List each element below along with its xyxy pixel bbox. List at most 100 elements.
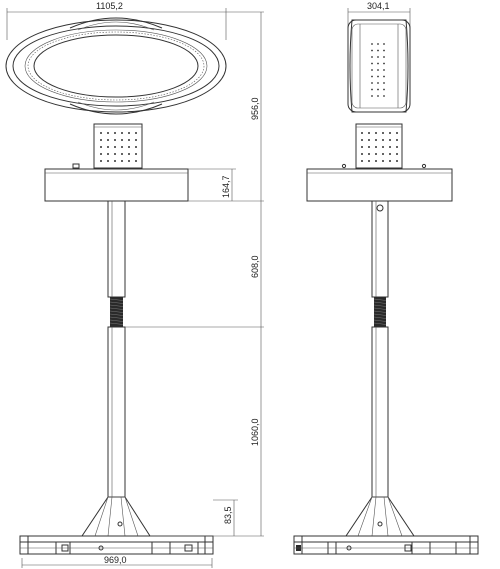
perforation-dot [396,160,398,162]
perforation-dot [361,146,363,148]
dim-label-head-height: 956,0 [250,97,260,120]
perforation-dot [361,160,363,162]
perforation-dot [377,88,379,91]
spring-coil [373,310,387,313]
perforation-dot [389,146,391,148]
perforation-dot [121,132,123,134]
spring-coil [109,313,124,316]
perforation-dot [377,95,379,97]
perforation-dot [100,153,102,155]
side-neck [341,123,427,169]
perforation-dot [371,88,373,91]
spring-coil [109,319,124,322]
spring-coil [109,307,124,310]
perforation-dot [128,139,130,141]
base-struts [81,496,151,537]
perforation-dot [368,160,370,162]
perforation-dot [107,160,109,162]
table-top [44,168,189,202]
perforation-dot [375,160,377,162]
perforation-dot [377,56,379,58]
perforation-dot [383,56,385,58]
perforation-dot [396,132,398,134]
perforation-dot [100,132,102,134]
perforation-dot [375,139,377,141]
perforation-dot [371,43,373,45]
spring-coil [373,316,387,319]
perforation-dot [383,82,385,84]
perforation-dot [375,153,377,155]
perforation-dot [100,139,102,141]
side-view: 304,1 [293,1,479,555]
perforation-dot [371,69,373,71]
perforation-dot [107,146,109,148]
perforation-dot [121,139,123,141]
pole [107,200,126,498]
perforation-dot [114,146,116,148]
perforation-dot [114,160,116,162]
dim-base-width: 969,0 [21,555,213,568]
side-base-struts [345,496,415,537]
perforation-dot [121,153,123,155]
perforation-dot [389,132,391,134]
perforation-dot [377,62,379,65]
perforation-dot [128,160,130,162]
spring-coil [373,319,387,322]
perforation-dot [383,43,385,45]
vertical-dimensions: 956,0 164,7 608,0 1060,0 83,5 [125,11,264,537]
perforation-dot [383,88,385,91]
perforation-dot [396,139,398,141]
side-head [347,19,411,113]
spring-coil [109,316,124,319]
perforation-dot [382,139,384,141]
perforation-dot [396,153,398,155]
spring-coil [373,304,387,307]
spring-coil [109,310,124,313]
spring-coil [373,298,387,301]
perforation-dot [383,49,385,52]
perforation-dot [107,132,109,134]
perforation-dot [107,153,109,155]
perforation-dot [396,146,398,148]
dim-label-base-width: 969,0 [104,555,127,565]
side-pole [371,200,389,498]
dim-label-lower-pole: 1060,0 [250,418,260,446]
perforation-dot [371,95,373,97]
perforation-dot [377,82,379,84]
perforation-dot [368,153,370,155]
spring-coil [373,313,387,316]
perforation-dot [114,132,116,134]
dim-label-side-head-width: 304,1 [367,1,390,11]
perforation-dot [383,69,385,71]
perforation-dot [375,146,377,148]
perforation-dot [382,153,384,155]
perforation-dot [361,132,363,134]
side-table [306,168,453,202]
perforation-dot [368,146,370,148]
spring-coil [373,322,387,325]
perforation-dot [371,62,373,65]
perforation-dot [382,160,384,162]
perforation-dot [114,139,116,141]
perforation-dot [135,153,137,155]
perforation-dot [377,43,379,45]
spring-coil [373,301,387,304]
perforation-dot [107,139,109,141]
perforation-dot [371,49,373,52]
front-view: 1105,2 [5,1,264,568]
perforation-dot [361,153,363,155]
spring-coil [109,301,124,304]
oval-head [5,17,227,115]
perforation-dot [100,160,102,162]
perforation-dot [382,146,384,148]
perforation-dot [368,139,370,141]
perforation-dot [383,75,385,78]
perforation-dot [121,146,123,148]
perforation-dot [361,139,363,141]
perforation-dot [135,160,137,162]
perforation-dot [389,153,391,155]
perforation-dot [121,160,123,162]
spring-coil [373,307,387,310]
dim-label-upper-pole: 608,0 [250,255,260,278]
perforation-dot [135,139,137,141]
